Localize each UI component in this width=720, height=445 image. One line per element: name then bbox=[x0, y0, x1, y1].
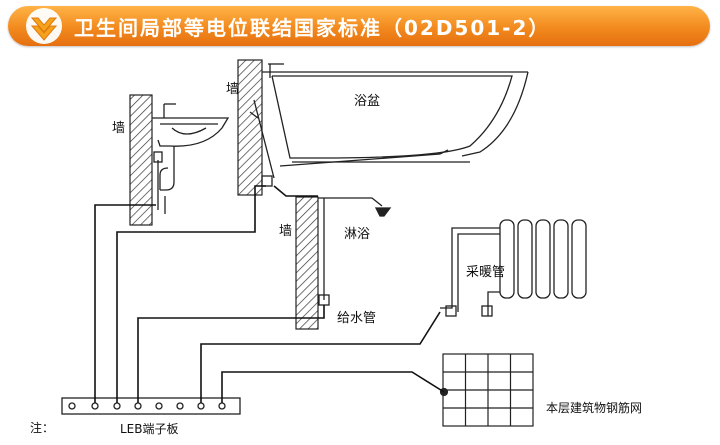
heating-pipe-label: 采暖管 bbox=[466, 265, 505, 280]
sink bbox=[152, 103, 230, 214]
rebar-mesh-label: 本层建筑物钢筋网 bbox=[546, 400, 642, 415]
sink-wall bbox=[129, 94, 153, 226]
bathtub-label: 浴盆 bbox=[354, 94, 380, 109]
radiator bbox=[440, 219, 587, 317]
bathtub bbox=[249, 63, 529, 187]
rebar-mesh bbox=[439, 353, 534, 427]
down-arrow-icon bbox=[26, 8, 62, 44]
leb-terminal-board-label: LEB端子板 bbox=[120, 422, 179, 436]
shower-wall bbox=[295, 196, 319, 330]
title-banner: 卫生间局部等电位联结国家标准（02D501-2） bbox=[8, 6, 710, 46]
page-title: 卫生间局部等电位联结国家标准（02D501-2） bbox=[74, 16, 551, 40]
bathtub-wall bbox=[237, 59, 263, 196]
shower bbox=[318, 197, 392, 306]
water-supply-pipe-label: 给水管 bbox=[337, 311, 376, 326]
bathtub-wall-label: 墙 bbox=[226, 82, 239, 97]
sink-wall-label: 墙 bbox=[112, 121, 125, 136]
shower-wall-label: 墙 bbox=[279, 224, 292, 239]
note-label: 注： bbox=[30, 420, 54, 435]
bonding-conductors bbox=[94, 185, 445, 403]
shower-label: 淋浴 bbox=[344, 227, 370, 242]
leb-terminal-board bbox=[61, 397, 241, 415]
